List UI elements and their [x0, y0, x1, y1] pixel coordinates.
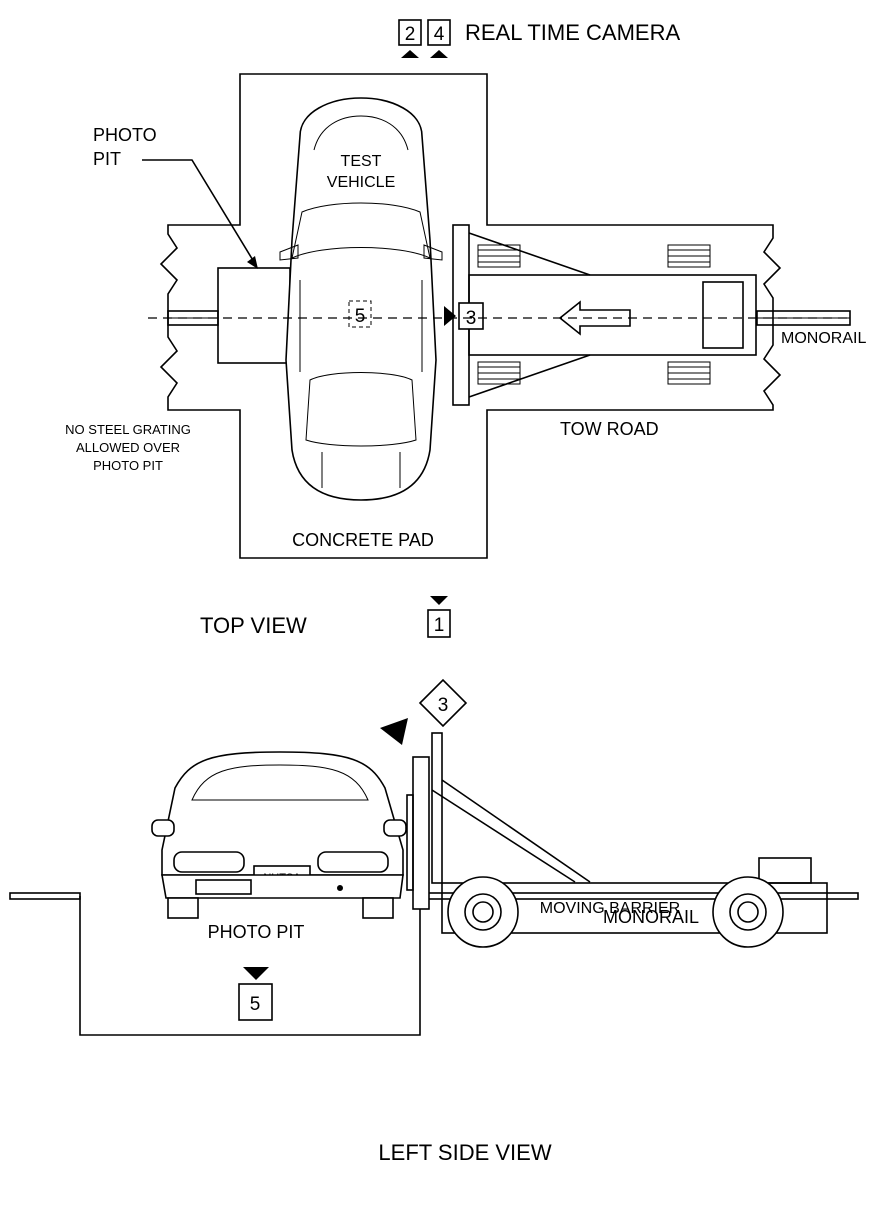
camera-marker-3-side: 3	[380, 678, 468, 745]
photo-pit-side	[79, 896, 421, 1036]
top-view-title: TOP VIEW	[200, 613, 307, 638]
svg-text:2: 2	[405, 24, 416, 45]
monorail-label-side: MONORAIL	[603, 907, 699, 927]
moving-barrier-label: MOVING BARRIER	[540, 900, 680, 917]
camera-marker-1: 1	[427, 596, 451, 638]
test-vehicle-side: NHTSA	[151, 751, 407, 919]
photo-pit-label-2: PIT	[93, 149, 121, 169]
no-grating-note-3: PHOTO PIT	[93, 458, 163, 473]
concrete-pad-label: CONCRETE PAD	[292, 530, 434, 550]
moving-barrier-side	[406, 732, 828, 948]
svg-text:5: 5	[250, 994, 261, 1015]
real-time-camera-label: REAL TIME CAMERA	[465, 20, 680, 45]
side-view: PHOTO PIT 5 MONORAIL NHTSA	[9, 678, 859, 1165]
camera-marker-5-top: 5	[348, 300, 372, 328]
camera-marker-4: 4	[427, 19, 451, 58]
photo-pit-label-1: PHOTO	[93, 125, 157, 145]
photo-pit-leader-line	[142, 159, 255, 263]
side-view-title: LEFT SIDE VIEW	[378, 1140, 551, 1165]
test-vehicle-top	[279, 97, 443, 501]
camera-marker-2: 2	[398, 19, 422, 58]
camera-marker-3-top: 3	[444, 302, 484, 330]
moving-barrier-top	[452, 224, 757, 406]
top-view: 2 4 REAL TIME CAMERA MONORAIL PHOTO PIT	[65, 19, 866, 638]
no-grating-note-1: NO STEEL GRATING	[65, 422, 191, 437]
no-grating-note-2: ALLOWED OVER	[76, 440, 180, 455]
svg-text:1: 1	[434, 615, 445, 636]
tow-road-label: TOW ROAD	[560, 419, 659, 439]
photo-pit-label-side: PHOTO PIT	[208, 922, 305, 942]
concrete-pad-outline	[159, 73, 782, 559]
monorail-label-top: MONORAIL	[781, 330, 866, 347]
svg-text:3: 3	[438, 695, 449, 716]
svg-text:4: 4	[434, 24, 445, 45]
test-vehicle-label-2: VEHICLE	[327, 174, 395, 191]
camera-marker-5-side: 5	[238, 967, 273, 1021]
photo-pit-top	[217, 267, 291, 364]
test-vehicle-label-1: TEST	[341, 153, 382, 170]
svg-text:5: 5	[355, 306, 366, 327]
